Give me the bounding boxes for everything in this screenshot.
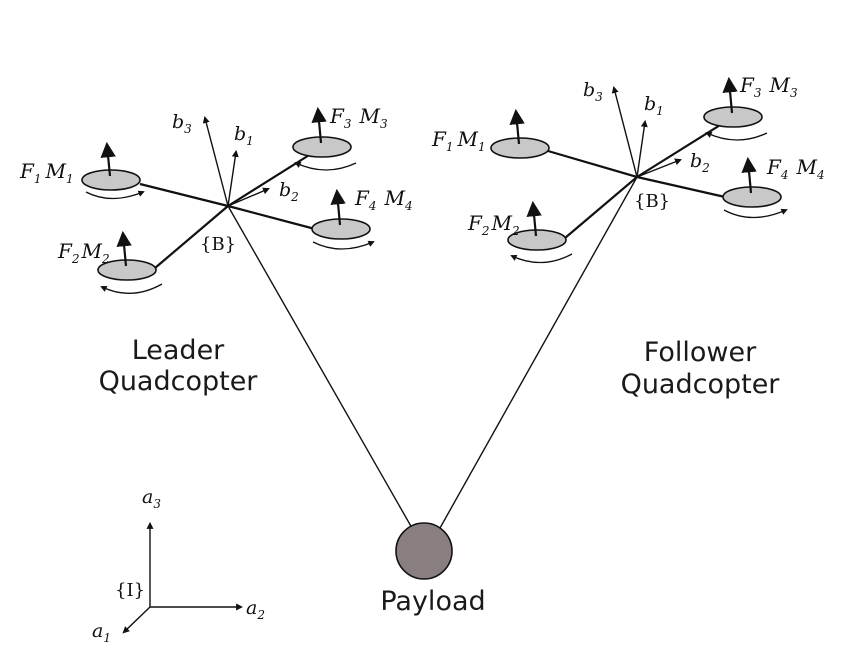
inertial-frame: a3 a2 a1 {I} bbox=[92, 486, 265, 645]
follower-arm-3 bbox=[636, 116, 734, 178]
leader-label-line2: Quadcopter bbox=[99, 366, 259, 397]
rotor-disk bbox=[292, 136, 352, 158]
follower-b1-axis bbox=[636, 119, 648, 178]
thrust-arrow-icon bbox=[116, 230, 132, 267]
moment-arrow-icon bbox=[723, 208, 788, 219]
follower-arm-2 bbox=[564, 176, 638, 239]
rotor-disk bbox=[490, 137, 550, 159]
leader-frame-label: {B} bbox=[200, 234, 236, 255]
leader-arm-4 bbox=[227, 204, 316, 231]
moment-arrow-icon bbox=[510, 253, 573, 264]
a1-label: a1 bbox=[92, 620, 111, 645]
follower-b2-label: b2 bbox=[690, 150, 710, 175]
leader-arm-1 bbox=[139, 182, 229, 208]
rotor-disk bbox=[311, 218, 371, 240]
moment-arrow-icon bbox=[294, 161, 357, 171]
payload-label: Payload bbox=[380, 586, 485, 617]
follower-label-line2: Quadcopter bbox=[621, 369, 781, 400]
moment-arrow-icon bbox=[85, 190, 145, 200]
rotor-disk bbox=[703, 106, 763, 128]
thrust-arrow-icon bbox=[100, 141, 116, 177]
follower-b1-label: b1 bbox=[644, 93, 664, 118]
rotor-disk bbox=[507, 229, 567, 251]
follower-b3-label: b3 bbox=[583, 79, 603, 104]
leader-arm-2 bbox=[154, 205, 229, 269]
thrust-arrow-icon bbox=[722, 76, 738, 114]
leader-cable bbox=[227, 205, 413, 529]
follower-arm-1 bbox=[547, 149, 638, 179]
a3-label: a3 bbox=[142, 486, 161, 511]
leader-arm-3 bbox=[227, 146, 323, 207]
a2-label: a2 bbox=[246, 597, 265, 622]
follower-cable bbox=[439, 176, 638, 529]
rotor-disk bbox=[97, 259, 157, 281]
leader-b3-label: b3 bbox=[172, 111, 192, 136]
follower-b3-axis bbox=[611, 85, 638, 178]
follower-arm-4 bbox=[636, 175, 726, 199]
thrust-arrow-icon bbox=[330, 188, 346, 226]
leader-b2-label: b2 bbox=[279, 179, 299, 204]
thrust-arrow-icon bbox=[526, 200, 542, 237]
follower-b2-axis bbox=[636, 158, 682, 178]
moment-arrow-icon bbox=[100, 283, 163, 294]
leader-label-line1: Leader bbox=[132, 335, 225, 366]
rotor-disk bbox=[722, 186, 782, 208]
moment-arrow-icon bbox=[705, 131, 768, 141]
leader-b2-axis bbox=[227, 187, 270, 207]
rotor-disk bbox=[81, 169, 141, 191]
payload-mass bbox=[395, 522, 453, 580]
leader-b1-axis bbox=[227, 149, 239, 207]
follower-label-line1: Follower bbox=[644, 337, 757, 368]
leader-b1-label: b1 bbox=[234, 123, 254, 148]
thrust-arrow-icon bbox=[509, 108, 525, 145]
thrust-arrow-icon bbox=[741, 156, 757, 194]
leader-b3-axis bbox=[202, 115, 229, 207]
thrust-arrow-icon bbox=[311, 106, 327, 144]
inertial-frame-label: {I} bbox=[115, 580, 145, 601]
follower-frame-label: {B} bbox=[634, 191, 670, 212]
moment-arrow-icon bbox=[312, 240, 375, 250]
a1-axis bbox=[122, 606, 151, 634]
